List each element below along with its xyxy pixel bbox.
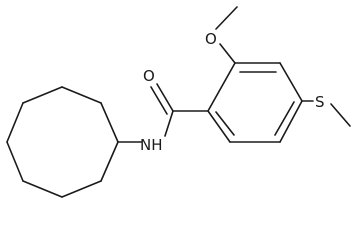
- methoxy-oxygen-label: O: [205, 30, 217, 48]
- ring-bond: [207, 110, 231, 143]
- aromatic-inner-bond: [274, 101, 295, 136]
- carbonyl-bond-line: [150, 86, 168, 115]
- sulfur-label: S: [315, 93, 325, 111]
- ring-bond: [22, 180, 63, 198]
- ring-bond: [207, 62, 236, 112]
- ring-bond: [279, 62, 303, 102]
- molecule-diagram: O O NH S: [6, 6, 351, 198]
- structure-canvas: O O NH S: [6, 6, 351, 198]
- ring-bond: [61, 180, 102, 198]
- carbonyl-oxygen-label: O: [143, 67, 155, 85]
- amide-nitrogen-label: NH: [140, 136, 163, 154]
- sulfur-methyl-bond: [330, 103, 351, 127]
- ring-bond: [279, 100, 303, 143]
- ring-bond: [100, 141, 119, 182]
- ring-bond: [100, 102, 119, 143]
- cyclooctane-ring: [6, 86, 119, 198]
- ring-bond: [6, 102, 24, 143]
- ring-bond: [61, 86, 102, 104]
- ring-bond: [6, 141, 24, 182]
- methoxy-methyl-bond: [215, 6, 238, 30]
- amide-bond: [164, 110, 174, 137]
- carbonyl-double-bond: [150, 83, 174, 115]
- benzene-ring: [207, 62, 303, 143]
- aryl-methoxy-bond: [219, 43, 236, 64]
- aromatic-inner-bond: [215, 111, 235, 136]
- carbonyl-bond-line: [156, 83, 174, 112]
- ring-bond: [22, 86, 63, 104]
